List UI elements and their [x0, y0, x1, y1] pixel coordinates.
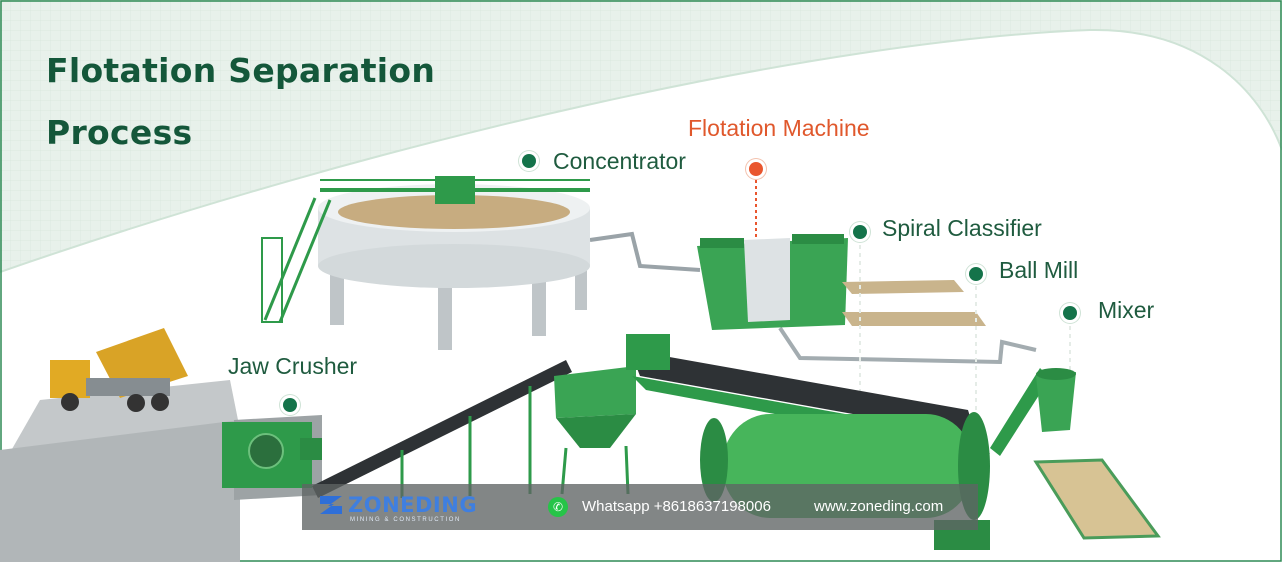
label-ball-mill: Ball Mill	[999, 257, 1078, 284]
brand-subtitle: MINING & CONSTRUCTION	[350, 517, 461, 523]
contact-bar: ZONEDING MINING & CONSTRUCTION ✆ Whatsap…	[302, 484, 978, 530]
jaw-crusher-illustration	[222, 422, 322, 488]
label-flotation-machine: Flotation Machine	[688, 115, 870, 142]
zoneding-logo-icon	[318, 494, 344, 516]
title-line-1: Flotation Separation	[46, 40, 435, 102]
whatsapp-contact[interactable]: Whatsapp +8618637198006	[582, 498, 771, 515]
jaw-crusher-marker-icon	[280, 395, 300, 415]
label-jaw-crusher: Jaw Crusher	[228, 353, 357, 380]
spiral-classifier-marker-icon	[850, 222, 870, 242]
concentrator-marker-icon	[519, 151, 539, 171]
label-spiral-classifier: Spiral Classifier	[882, 215, 1042, 242]
label-mixer: Mixer	[1098, 297, 1154, 324]
mixer-marker-icon	[1060, 303, 1080, 323]
ball-mill-marker-icon	[966, 264, 986, 284]
page-title: Flotation Separation Process	[46, 40, 435, 164]
tray-2	[842, 312, 986, 326]
website-link[interactable]: www.zoneding.com	[814, 498, 943, 515]
label-concentrator: Concentrator	[553, 148, 686, 175]
whatsapp-icon: ✆	[548, 497, 568, 517]
flotation-machine-marker-icon	[746, 159, 766, 179]
title-line-2: Process	[46, 102, 435, 164]
brand-name: ZONEDING	[348, 493, 477, 517]
